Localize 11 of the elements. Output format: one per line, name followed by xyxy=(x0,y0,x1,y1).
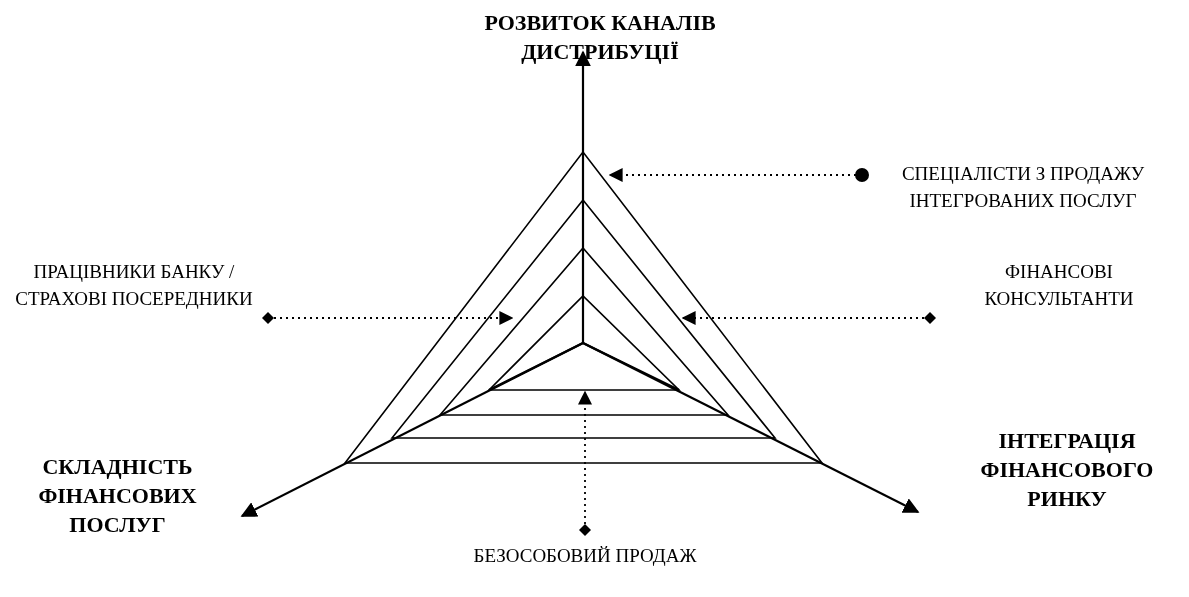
axis-title: СКЛАДНІСТЬ ФІНАНСОВИХ ПОСЛУГ xyxy=(37,453,198,539)
leader-line xyxy=(681,311,936,325)
leader-line xyxy=(608,168,869,182)
axis-title: РОЗВИТОК КАНАЛІВ ДИСТРИБУЦІЇ xyxy=(483,9,717,66)
leader-text: ФІНАНСОВІ КОНСУЛЬТАНТИ xyxy=(983,260,1135,311)
axis-title: ІНТЕГРАЦІЯ ФІНАНСОВОГО РИНКУ xyxy=(979,427,1155,513)
leader-text: СПЕЦІАЛІСТИ З ПРОДАЖУ ІНТЕГРОВАНИХ ПОСЛУГ xyxy=(900,162,1146,213)
leader-line xyxy=(578,390,592,536)
leader-text: БЕЗОСОБОВИЙ ПРОДАЖ xyxy=(472,544,698,568)
leader-line xyxy=(262,311,514,325)
leader-text: ПРАЦІВНИКИ БАНКУ / СТРАХОВІ ПОСЕРЕДНИКИ xyxy=(14,260,254,311)
